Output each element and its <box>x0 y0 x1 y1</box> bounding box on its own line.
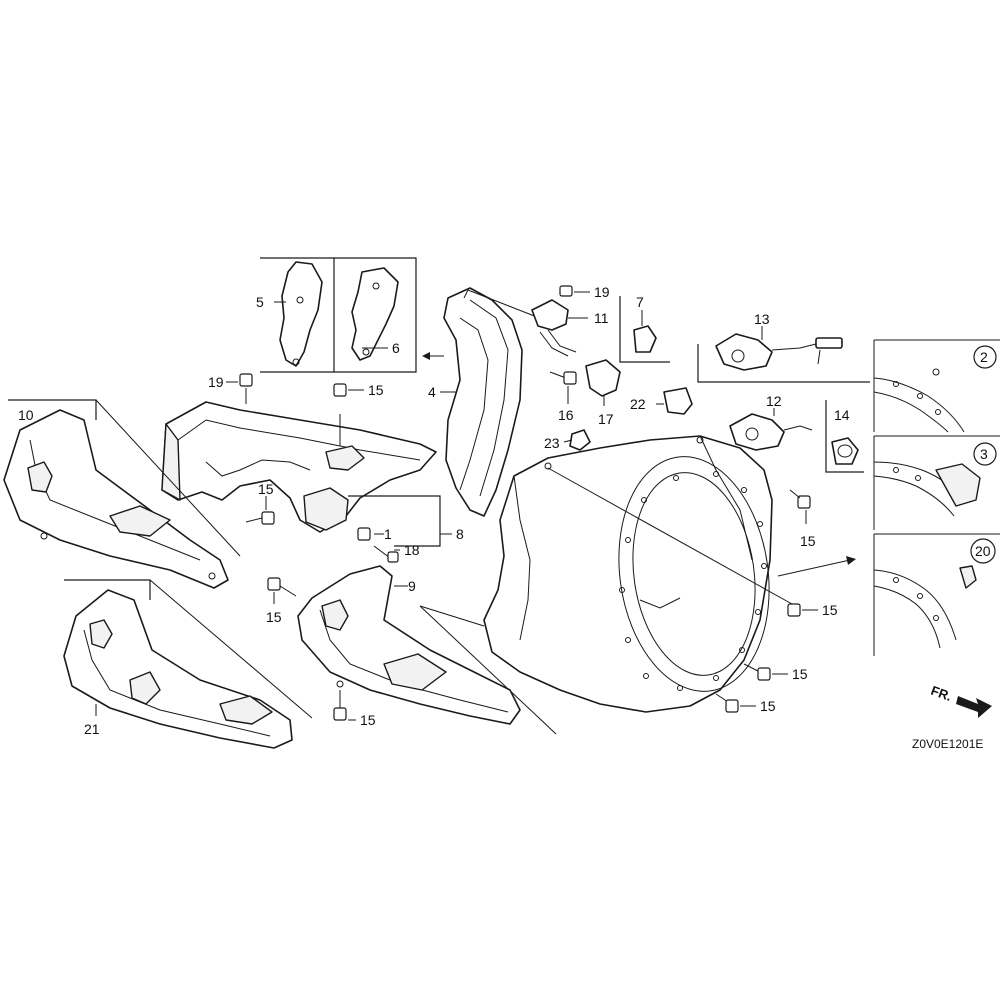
part-15-bolt-a: 15 <box>789 489 816 549</box>
callout-7: 7 <box>636 294 644 310</box>
callout-11: 11 <box>594 310 609 326</box>
bracket-group-5-6: 5 6 <box>256 257 444 373</box>
part-15-bolt-d: 15 <box>715 693 776 714</box>
callout-23: 23 <box>544 435 560 451</box>
callout-14: 14 <box>834 407 850 423</box>
callout-15-e: 15 <box>368 382 384 398</box>
callout-10: 10 <box>18 407 34 423</box>
callout-15-b: 15 <box>822 602 838 618</box>
part-11-clip: 11 <box>531 299 609 357</box>
part-15-bolt-c: 15 <box>743 663 808 682</box>
part-18-screw: 18 <box>373 542 420 563</box>
detail-panel-2: 2 <box>873 339 1000 433</box>
part-21-lower-cover: 21 <box>63 579 313 749</box>
callout-19-upper: 19 <box>594 284 610 300</box>
callout-15-h: 15 <box>360 712 376 728</box>
front-arrow-icon <box>956 696 992 718</box>
callout-16: 16 <box>558 407 574 423</box>
callout-15-f: 15 <box>258 481 274 497</box>
part-5-cover-plate <box>279 261 323 367</box>
part-15-bolt-f: 15 <box>245 481 275 525</box>
part-12-sensor: 12 <box>729 393 813 451</box>
callout-15-d: 15 <box>760 698 776 714</box>
part-9-lower-cover: 9 <box>297 565 557 735</box>
main-fan-shroud <box>483 435 856 713</box>
part-19-bolt-lower: 19 <box>208 373 253 404</box>
part-15-bolt-g: 15 <box>266 577 297 625</box>
callout-12: 12 <box>766 393 782 409</box>
part-15-bolt-e: 15 <box>333 382 384 398</box>
drawing-code: Z0V0E1201E <box>912 737 983 751</box>
callout-18: 18 <box>404 542 420 558</box>
part-22-clamp: 22 <box>630 387 693 415</box>
part-13-sensor: 13 <box>697 311 870 383</box>
callout-4: 4 <box>428 384 436 400</box>
part-14-grommet: 14 <box>825 400 864 473</box>
part-17-holder: 17 <box>585 359 621 427</box>
callout-15-g: 15 <box>266 609 282 625</box>
callout-17: 17 <box>598 411 614 427</box>
detail-circle-20: 20 <box>975 543 991 559</box>
part-15-bolt-h: 15 <box>333 690 376 728</box>
callout-21: 21 <box>84 721 100 737</box>
detail-circle-2: 2 <box>980 349 988 365</box>
detail-panel-3: 3 <box>873 435 1000 530</box>
callout-22: 22 <box>630 396 646 412</box>
callout-13: 13 <box>754 311 770 327</box>
upper-air-duct <box>161 401 452 547</box>
part-1-spacer: 1 <box>357 526 392 542</box>
part-6-cover-plate <box>351 267 399 361</box>
detail-circle-3: 3 <box>980 446 988 462</box>
part-7-clip: 7 <box>619 294 670 363</box>
callout-15-c: 15 <box>792 666 808 682</box>
callout-5: 5 <box>256 294 264 310</box>
callout-9: 9 <box>408 578 416 594</box>
part-10-side-cover: 10 <box>3 399 241 589</box>
callout-8: 8 <box>456 526 464 542</box>
part-19-bolt-upper: 19 <box>559 284 610 300</box>
front-indicator: FR. <box>929 683 992 718</box>
part-16-bolt: 16 <box>549 371 577 423</box>
detail-panel-20: 20 <box>873 533 1000 656</box>
callout-1: 1 <box>384 526 392 542</box>
callout-19-lower: 19 <box>208 374 224 390</box>
part-23-clip: 23 <box>544 429 591 451</box>
part-15-bolt-b: 15 <box>787 602 838 618</box>
callout-6: 6 <box>392 340 400 356</box>
callout-15-a: 15 <box>800 533 816 549</box>
front-label: FR. <box>929 683 954 704</box>
